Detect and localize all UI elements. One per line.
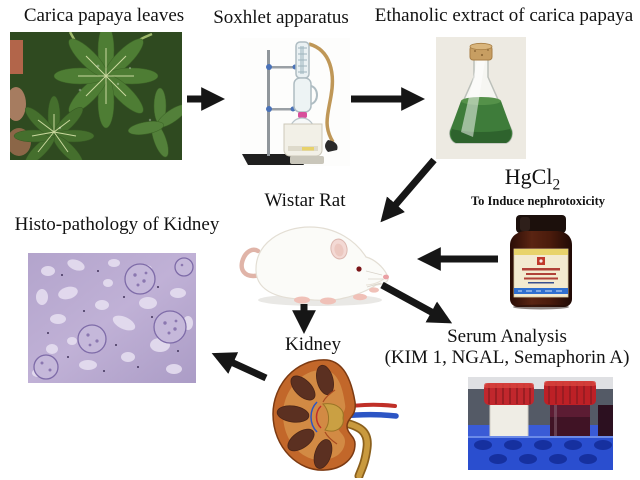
papaya-leaves-photo [10, 32, 182, 160]
kidney-histopathology-micrograph [28, 253, 196, 383]
hgcl2-subscript: 2 [552, 176, 561, 194]
arrow-hgcl2-to-rat [417, 247, 498, 271]
kidney-anatomy-illustration [272, 359, 399, 478]
wistar-rat-label: Wistar Rat [264, 190, 346, 211]
kidney-label: Kidney [285, 334, 341, 355]
arrow-kidney-to-histopathology [211, 352, 268, 382]
hgcl2-reagent-bottle-photo [510, 215, 572, 310]
soxhlet-label: Soxhlet apparatus [213, 7, 349, 28]
extract-label: Ethanolic extract of carica papaya [374, 5, 634, 26]
hgcl2-formula: HgCl [504, 164, 553, 189]
papaya-leaves-label: Carica papaya leaves [23, 5, 185, 26]
arrow-rat-to-kidney [292, 304, 316, 334]
wistar-rat-photo [239, 226, 389, 306]
ethanolic-extract-flask-photo [436, 37, 526, 159]
arrow-extract-to-rat [380, 157, 437, 223]
serum-analysis-title: Serum Analysis [447, 326, 567, 347]
hgcl2-label: HgCl2 [470, 164, 595, 194]
soxhlet-apparatus-photo [240, 38, 350, 166]
hgcl2-purpose-label: To Induce nephrotoxicity [470, 194, 606, 208]
serum-analysis-markers: (KIM 1, NGAL, Semaphorin A) [384, 346, 630, 368]
serum-analysis-label: Serum Analysis (KIM 1, NGAL, Semaphorin … [378, 326, 636, 369]
arrow-leaves-to-soxhlet [187, 87, 225, 111]
histopathology-label: Histo-pathology of Kidney [14, 214, 220, 235]
serum-sample-tubes-photo [468, 377, 613, 470]
arrow-soxhlet-to-extract [351, 87, 425, 111]
arrow-rat-to-serum [380, 281, 453, 324]
